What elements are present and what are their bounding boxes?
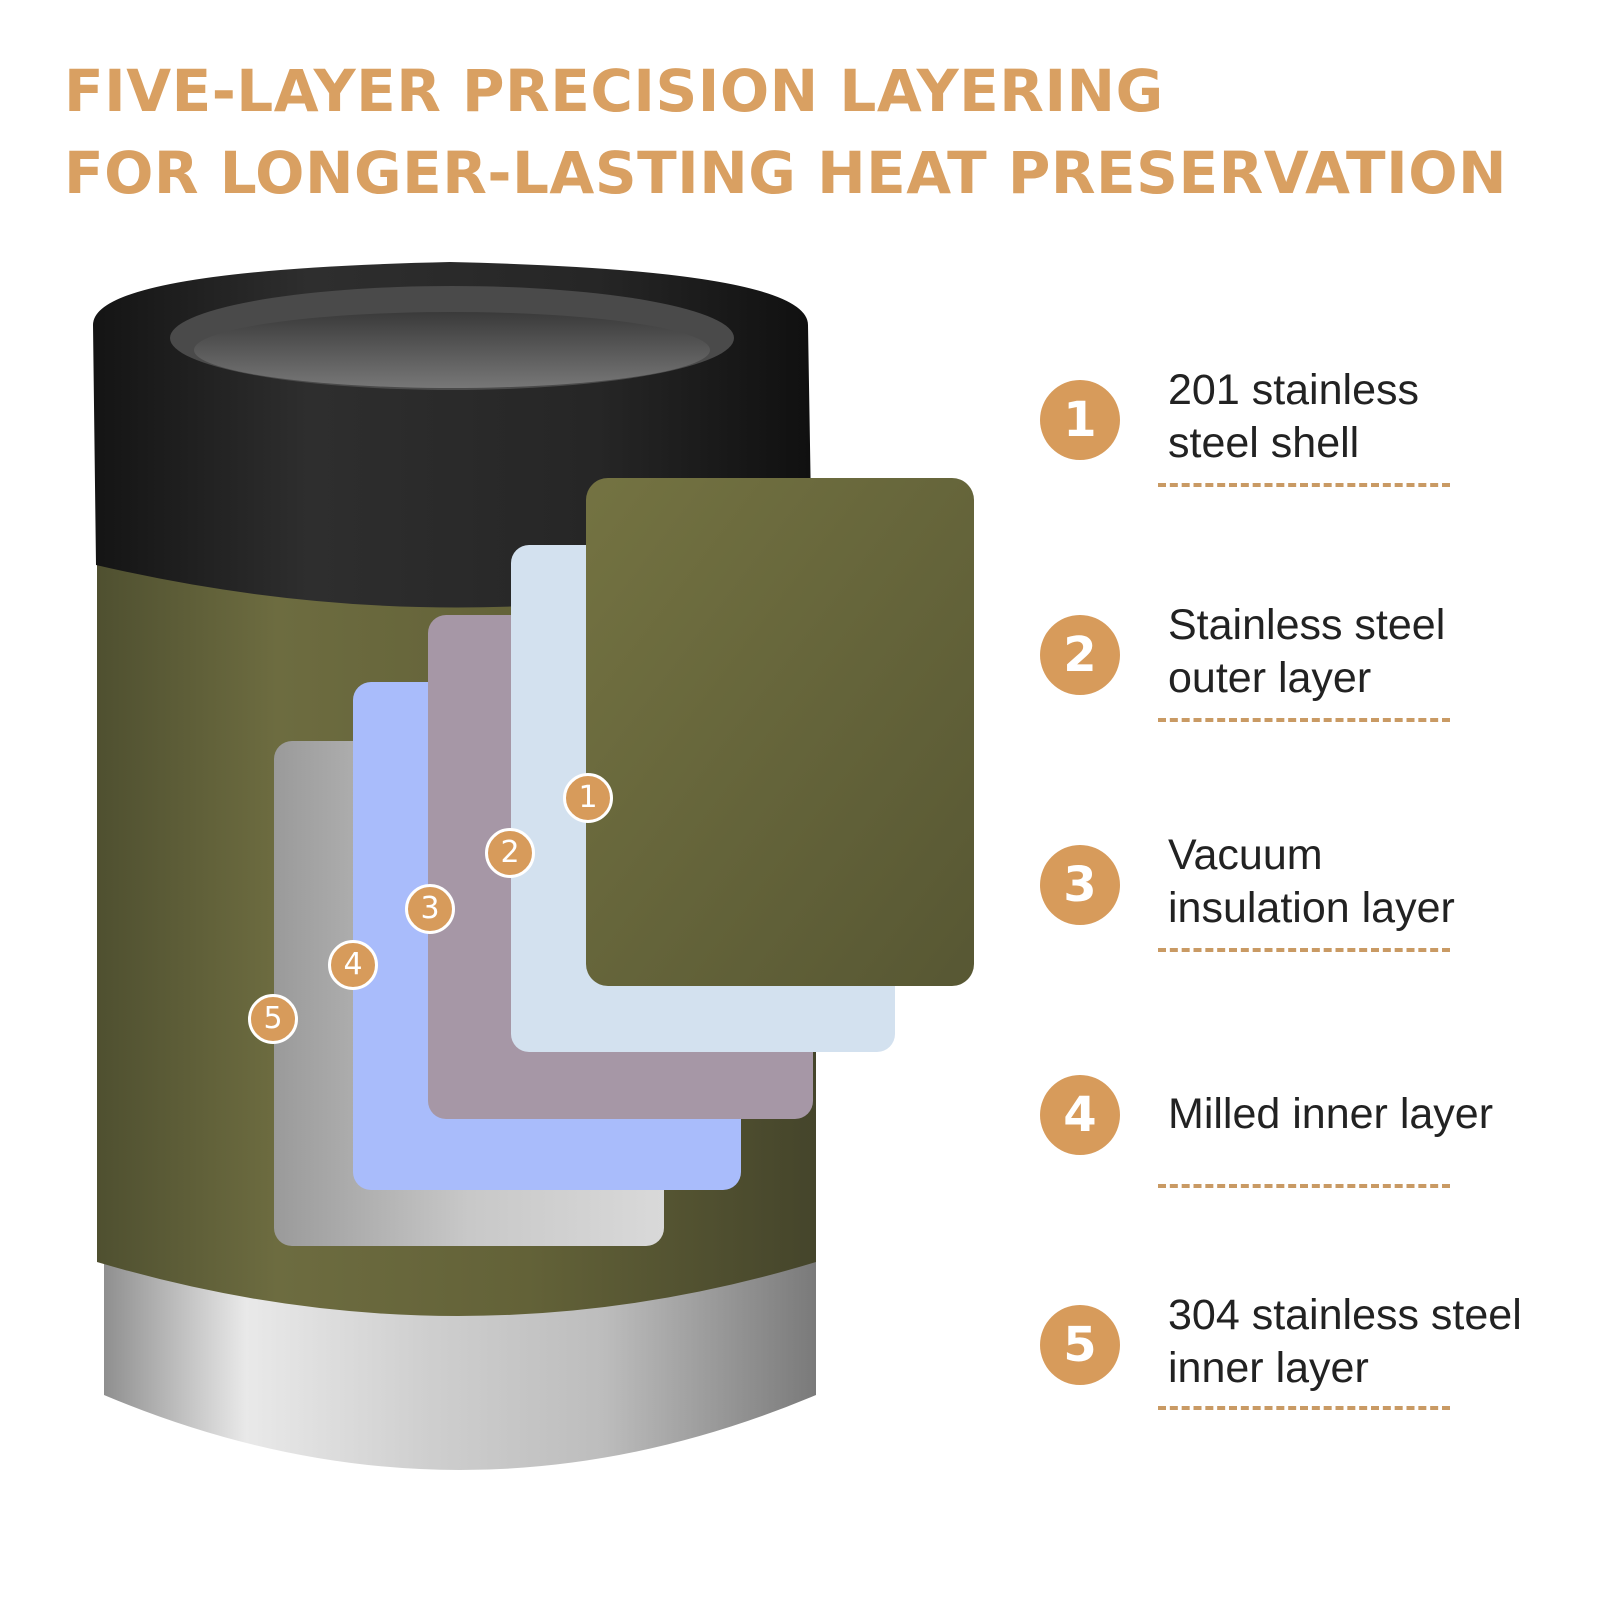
- small-badge-4: 4: [328, 940, 378, 990]
- legend-badge-5: 5: [1040, 1305, 1120, 1385]
- small-badge-5: 5: [248, 994, 298, 1044]
- legend-divider-1: [1158, 483, 1450, 487]
- legend-label-1: 201 stainless steel shell: [1168, 366, 1419, 467]
- legend-label-4: Milled inner layer: [1168, 1090, 1494, 1138]
- legend-badge-4: 4: [1040, 1075, 1120, 1155]
- steel-base: [104, 1262, 816, 1470]
- headline: FIVE-LAYER PRECISION LAYERING FOR LONGER…: [64, 50, 1507, 214]
- small-badge-1: 1: [563, 773, 613, 823]
- legend-badge-2: 2: [1040, 615, 1120, 695]
- headline-line-2: FOR LONGER-LASTING HEAT PRESERVATION: [64, 139, 1508, 207]
- legend-divider-4: [1158, 1184, 1450, 1188]
- headline-line-1: FIVE-LAYER PRECISION LAYERING: [64, 57, 1164, 125]
- layer-1-card: [586, 478, 974, 986]
- legend-label-3: Vacuum insulation layer: [1168, 831, 1455, 932]
- legend-item-5: 5 304 stainless steel inner layer: [1040, 1291, 1580, 1438]
- legend-label-5: 304 stainless steel inner layer: [1168, 1291, 1522, 1392]
- small-badge-2: 2: [485, 828, 535, 878]
- lid-opening-inner: [194, 312, 710, 388]
- legend-item-4: 4 Milled inner layer: [1040, 1068, 1580, 1208]
- legend-divider-2: [1158, 718, 1450, 722]
- legend-label-2: Stainless steel outer layer: [1168, 601, 1446, 702]
- small-badge-3: 3: [405, 884, 455, 934]
- legend-divider-3: [1158, 948, 1450, 952]
- legend-item-3: 3 Vacuum insulation layer: [1040, 831, 1580, 978]
- legend-item-2: 2 Stainless steel outer layer: [1040, 601, 1580, 748]
- legend-badge-1: 1: [1040, 380, 1120, 460]
- legend-item-1: 1 201 stainless steel shell: [1040, 366, 1580, 513]
- legend-divider-5: [1158, 1406, 1450, 1410]
- legend-badge-3: 3: [1040, 845, 1120, 925]
